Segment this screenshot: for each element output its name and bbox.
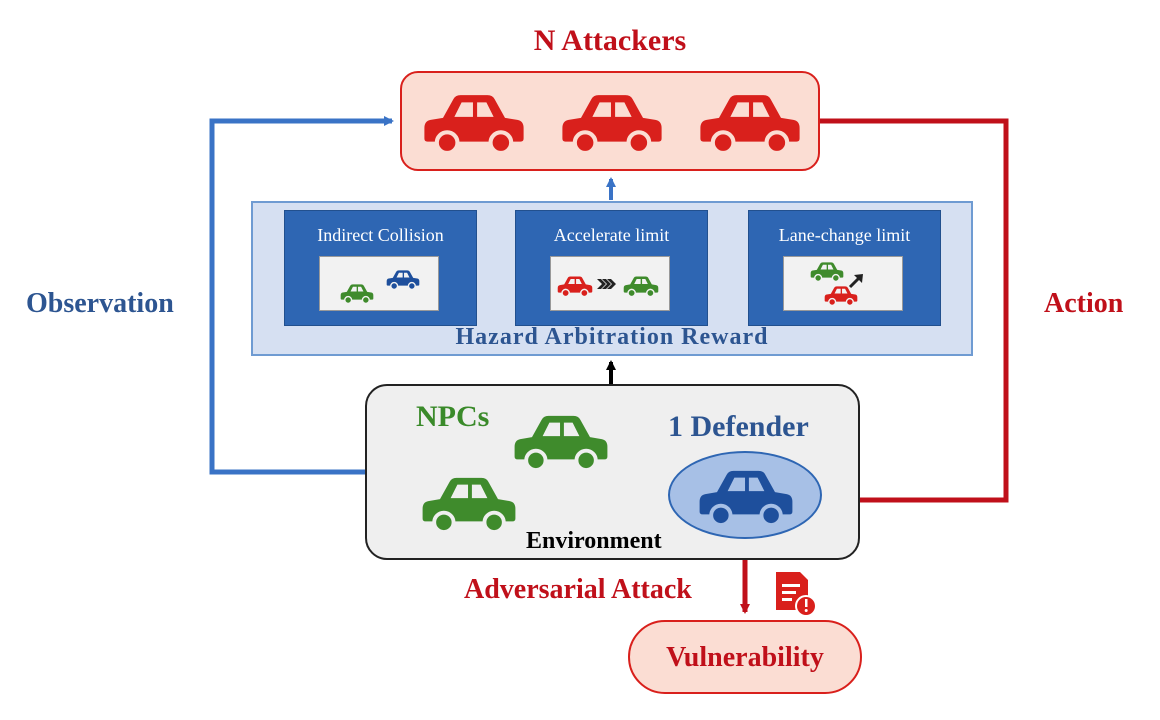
panel-accelerate-limit: Accelerate limit [515,210,708,326]
npc-label: NPCs [416,400,490,433]
adversarial-attack-label: Adversarial Attack [464,574,692,605]
car-icon [424,95,524,153]
panel-label: Indirect Collision [317,225,444,245]
vulnerability-box [628,620,862,694]
car-icon [386,270,420,291]
car-icon [562,95,662,153]
car-icon [340,284,374,305]
attackers-title: N Attackers [533,24,687,57]
car-icon [810,262,844,283]
observation-arrow [209,116,394,475]
car-icon [824,286,858,307]
panel-lane-change-limit: Lane-change limit [748,210,941,326]
car-icon [623,276,659,298]
defender-label: 1 Defender [668,410,809,443]
triple-chevron-icon [597,279,616,289]
action-label: Action [1044,288,1124,319]
observation-label: Observation [26,288,174,319]
diagonal-arrow-icon [848,274,863,289]
car-icon [700,95,800,153]
panel-illustration [550,256,670,311]
car-icon [422,477,516,532]
action-arrow [820,118,1009,505]
panel-illustration [783,256,903,311]
report-warning-icon [776,572,817,617]
defender-ellipse [668,451,822,539]
environment-label: Environment [526,528,662,554]
reward-title: Hazard Arbitration Reward [455,324,769,350]
panel-indirect-collision: Indirect Collision [284,210,477,326]
attackers-box [400,71,820,171]
panel-label: Accelerate limit [553,225,670,245]
car-icon [557,276,593,298]
panel-illustration [319,256,439,311]
car-icon [699,470,793,525]
vulnerability-label: Vulnerability [666,642,824,673]
car-icon [514,415,608,470]
panel-label: Lane-change limit [778,225,911,245]
